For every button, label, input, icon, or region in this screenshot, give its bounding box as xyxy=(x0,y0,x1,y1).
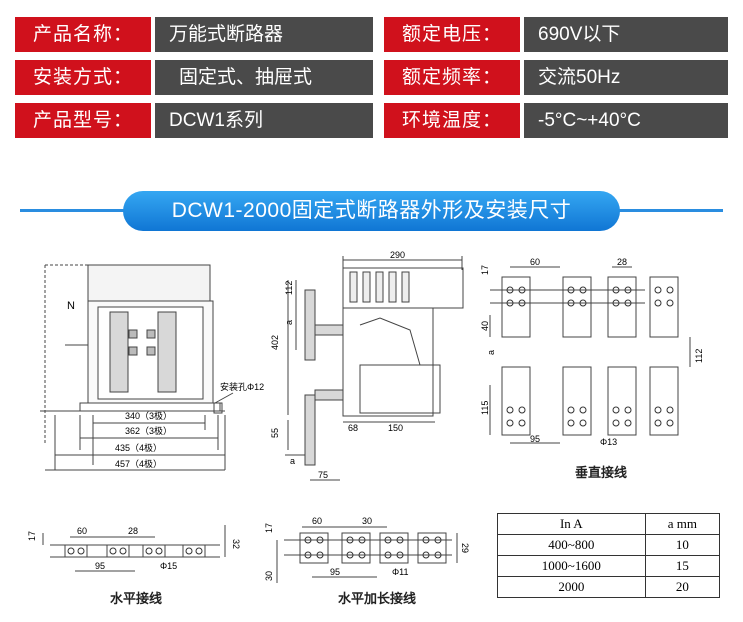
ext-dim-30: 30 xyxy=(362,516,372,526)
side-dim-112: 112 xyxy=(284,281,294,295)
horiz-dim-17: 17 xyxy=(27,531,37,541)
spec-value: 交流50Hz xyxy=(524,60,728,95)
table-cell: 15 xyxy=(644,555,721,577)
table-cell: 1000~1600 xyxy=(497,555,646,577)
table-header-row: In A a mm xyxy=(497,513,721,535)
horiz-dim-95: 95 xyxy=(95,561,105,571)
vert-dim-40: 40 xyxy=(480,321,490,331)
table-header-in: In A xyxy=(497,513,646,535)
ext-dim-30b: 30 xyxy=(264,571,274,581)
vert-hole: Φ13 xyxy=(600,437,617,447)
front-hole-label: 安装孔Φ12 xyxy=(220,381,264,392)
spec-label: 产品名称： xyxy=(15,17,151,52)
horiz-dim-32: 32 xyxy=(231,539,240,549)
vert-dim-95: 95 xyxy=(530,434,540,444)
spec-value: 万能式断路器 xyxy=(155,17,373,52)
front-dim-435: 435（4极） xyxy=(115,442,162,453)
vert-dim-a: a xyxy=(486,350,496,355)
side-dim-402: 402 xyxy=(270,335,280,350)
front-dim-362: 362（3极） xyxy=(125,425,172,436)
spec-row-2: 安装方式： 固定式、抽屉式 额定频率： 交流50Hz xyxy=(15,60,728,95)
table-header-a: a mm xyxy=(644,513,721,535)
ext-dim-17: 17 xyxy=(264,523,274,533)
spec-label: 环境温度： xyxy=(384,103,520,138)
side-dim-a2: a xyxy=(290,456,295,466)
vert-dim-28: 28 xyxy=(617,257,627,267)
spec-value: 固定式、抽屉式 xyxy=(155,60,373,95)
front-view-drawing: N 安装孔Φ12 340（3极） 362（3极） 435（4极） 457（4极） xyxy=(40,264,264,471)
ext-hole: Φ11 xyxy=(392,567,409,577)
front-dim-340: 340（3极） xyxy=(125,410,172,421)
spec-value: -5°C~+40°C xyxy=(524,103,728,138)
extended-wiring-caption: 水平加长接线 xyxy=(338,591,417,606)
current-table: In A a mm 400~800 10 1000~1600 15 2000 2… xyxy=(497,513,721,598)
spec-value: DCW1系列 xyxy=(155,103,373,138)
spec-label: 额定电压： xyxy=(384,17,520,52)
horiz-hole: Φ15 xyxy=(160,561,177,571)
spec-row-1: 产品名称： 万能式断路器 额定电压： 690V以下 xyxy=(15,17,728,52)
extended-wiring-drawing: 17 60 30 29 30 95 Φ11 xyxy=(264,516,470,583)
vertical-wiring-caption: 垂直接线 xyxy=(575,465,628,480)
vertical-wiring-drawing: 17 60 28 40 a 112 115 95 Φ13 xyxy=(480,257,704,447)
table-row: 400~800 10 xyxy=(497,534,721,556)
ext-dim-95: 95 xyxy=(330,567,340,577)
horiz-dim-28: 28 xyxy=(128,526,138,536)
side-dim-68: 68 xyxy=(348,423,358,433)
vert-dim-112: 112 xyxy=(694,349,704,363)
ext-dim-60: 60 xyxy=(312,516,322,526)
table-cell: 2000 xyxy=(497,576,646,598)
side-view-drawing: 290 402 112 55 a a 68 150 75 xyxy=(270,250,464,481)
vert-dim-60: 60 xyxy=(530,257,540,267)
side-dim-a1: a xyxy=(284,320,294,325)
side-dim-150: 150 xyxy=(388,423,403,433)
horizontal-wiring-caption: 水平接线 xyxy=(110,591,163,606)
side-dim-75: 75 xyxy=(318,470,328,480)
horiz-dim-60: 60 xyxy=(77,526,87,536)
table-cell: 10 xyxy=(644,534,721,556)
spec-label: 额定频率： xyxy=(384,60,520,95)
front-dim-457: 457（4极） xyxy=(115,458,162,469)
side-dim-55: 55 xyxy=(270,428,280,438)
side-dim-290: 290 xyxy=(390,250,405,260)
section-banner: DCW1-2000固定式断路器外形及安装尺寸 xyxy=(123,191,620,231)
front-n-label: N xyxy=(67,300,75,312)
ext-dim-29: 29 xyxy=(460,543,470,553)
spec-label: 产品型号： xyxy=(15,103,151,138)
spec-label: 安装方式： xyxy=(15,60,151,95)
spec-row-3: 产品型号： DCW1系列 环境温度： -5°C~+40°C xyxy=(15,103,728,138)
spec-value: 690V以下 xyxy=(524,17,728,52)
table-row: 2000 20 xyxy=(497,576,721,598)
vert-dim-17: 17 xyxy=(480,265,490,275)
horizontal-wiring-drawing: 17 60 28 32 95 Φ15 xyxy=(27,525,240,572)
table-cell: 20 xyxy=(644,576,721,598)
table-cell: 400~800 xyxy=(497,534,646,556)
vert-dim-115: 115 xyxy=(480,401,490,415)
table-row: 1000~1600 15 xyxy=(497,555,721,577)
